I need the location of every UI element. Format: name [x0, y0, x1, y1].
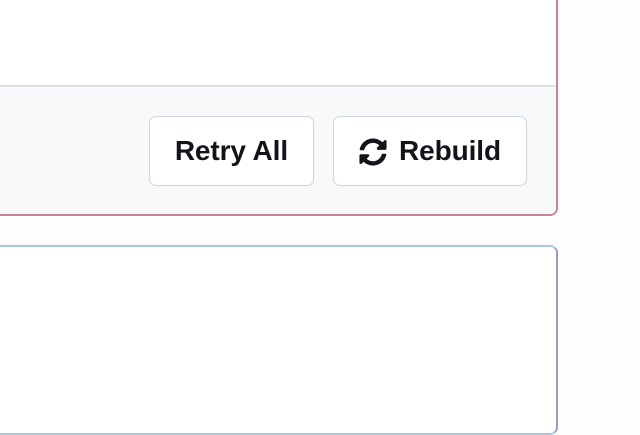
rebuild-button-label: Rebuild [399, 134, 501, 166]
retry-all-button[interactable]: Retry All [148, 115, 315, 186]
info-panel-body [0, 247, 556, 433]
error-panel: Retry All Rebuild [0, 0, 558, 216]
retry-all-button-label: Retry All [174, 134, 289, 166]
rebuild-button[interactable]: Rebuild [333, 115, 527, 186]
info-panel [0, 245, 558, 435]
sync-refresh-icon [359, 137, 387, 166]
error-panel-body [0, 0, 556, 85]
error-panel-footer: Retry All Rebuild [0, 85, 556, 214]
screen-root: Retry All Rebuild [0, 0, 558, 435]
